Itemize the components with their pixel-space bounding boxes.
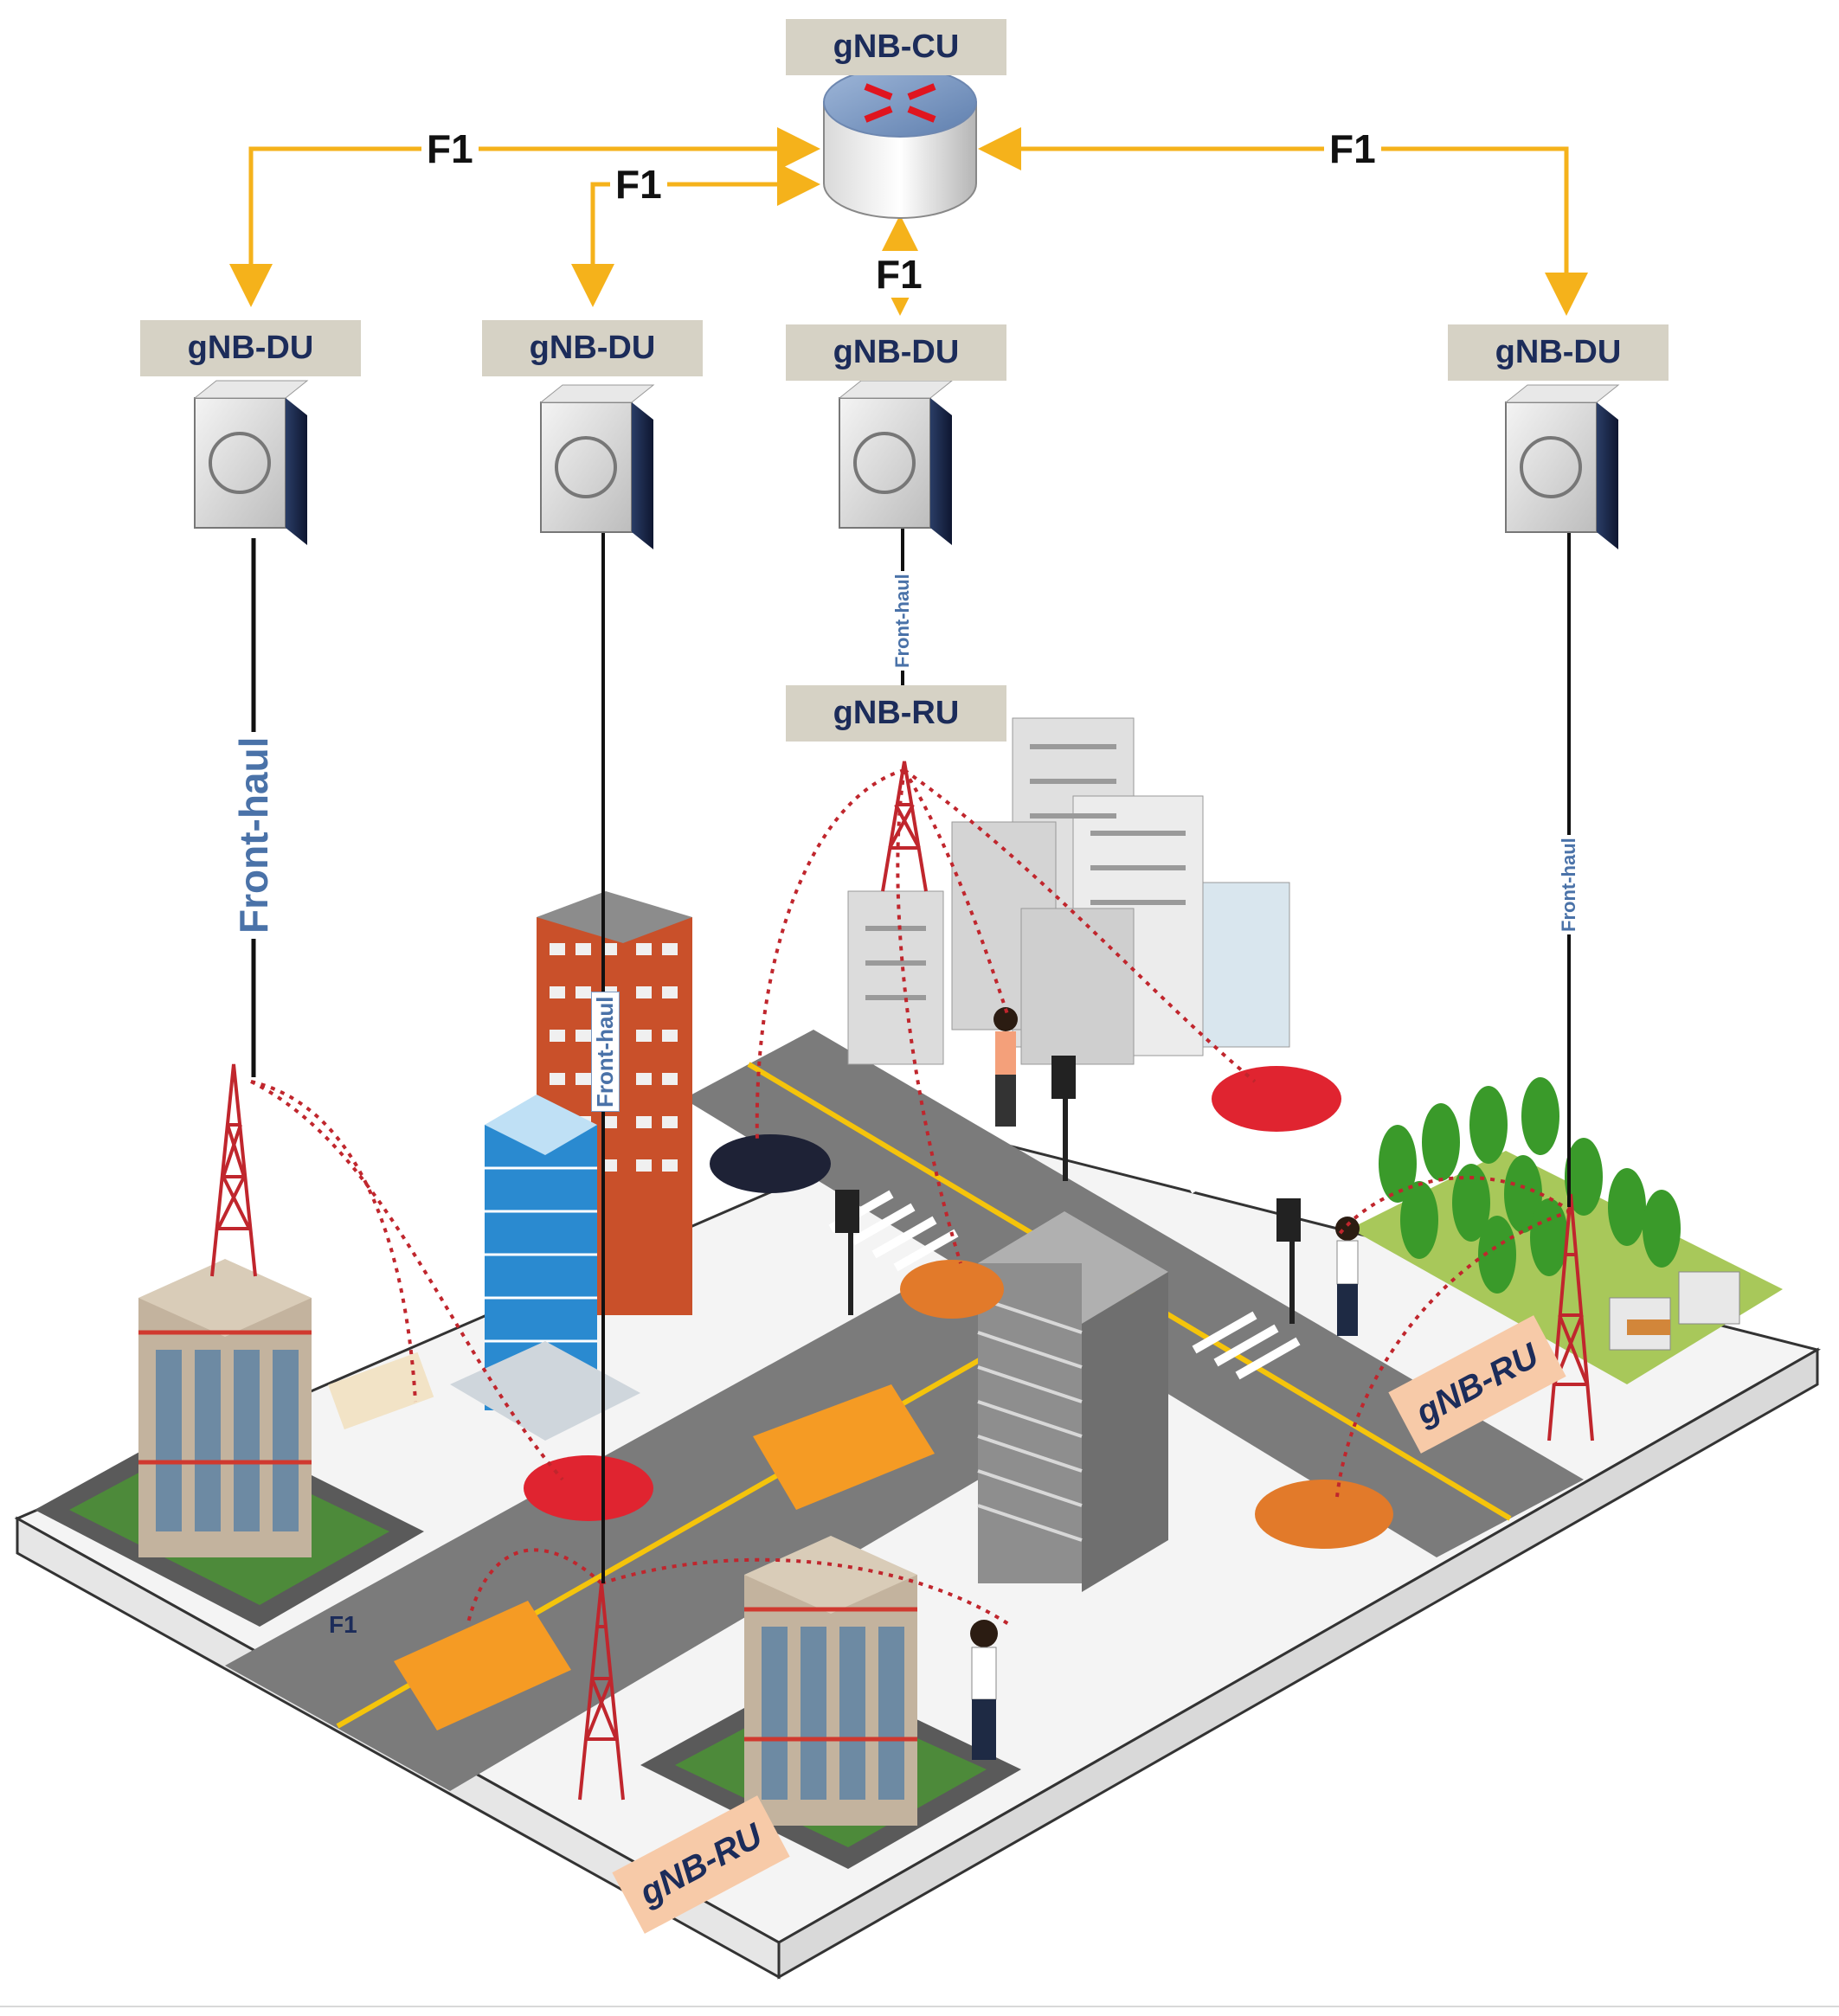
building-bottom-block xyxy=(640,1536,1021,1869)
du-label-4: gNB-DU xyxy=(1448,324,1669,381)
building-center-office xyxy=(977,1211,1168,1592)
f1-label-left: F1 xyxy=(421,125,479,172)
f1-label-right: F1 xyxy=(1324,125,1381,172)
vehicles xyxy=(328,1066,1393,1730)
page-bottom-rule xyxy=(0,2006,1839,2007)
radio-links xyxy=(250,768,1572,1628)
du-server-icon-4 xyxy=(1504,384,1620,549)
du-label-1: gNB-DU xyxy=(140,320,361,376)
park xyxy=(1350,1077,1783,1384)
du-label-3: gNB-DU xyxy=(786,324,1006,381)
f1-label-ground: F1 xyxy=(329,1611,357,1638)
ru-label-top: gNB-RU xyxy=(786,685,1006,742)
building-blue-tower xyxy=(450,1095,640,1441)
building-left-block xyxy=(35,1259,424,1627)
du-server-icon-3 xyxy=(838,380,954,545)
traffic-lights xyxy=(835,1056,1301,1324)
building-cluster-top xyxy=(847,717,1290,1065)
fronthaul-label-3: Front-haul xyxy=(891,571,914,671)
cu-label: gNB-CU xyxy=(786,19,1006,75)
fronthaul-label-4: Front-haul xyxy=(1558,835,1580,934)
du-label-2: gNB-DU xyxy=(482,320,703,376)
f1-label-inner: F1 xyxy=(610,161,667,208)
tower-left xyxy=(210,1063,257,1277)
du-server-icon-1 xyxy=(193,380,309,545)
pedestrians xyxy=(970,1007,1360,1760)
cu-router-icon xyxy=(823,67,977,219)
f1-label-center: F1 xyxy=(871,251,928,298)
du-server-icon-2 xyxy=(539,384,655,549)
fronthaul-label-1: Front-haul xyxy=(230,731,277,939)
fronthaul-label-2: Front-haul xyxy=(591,992,620,1112)
